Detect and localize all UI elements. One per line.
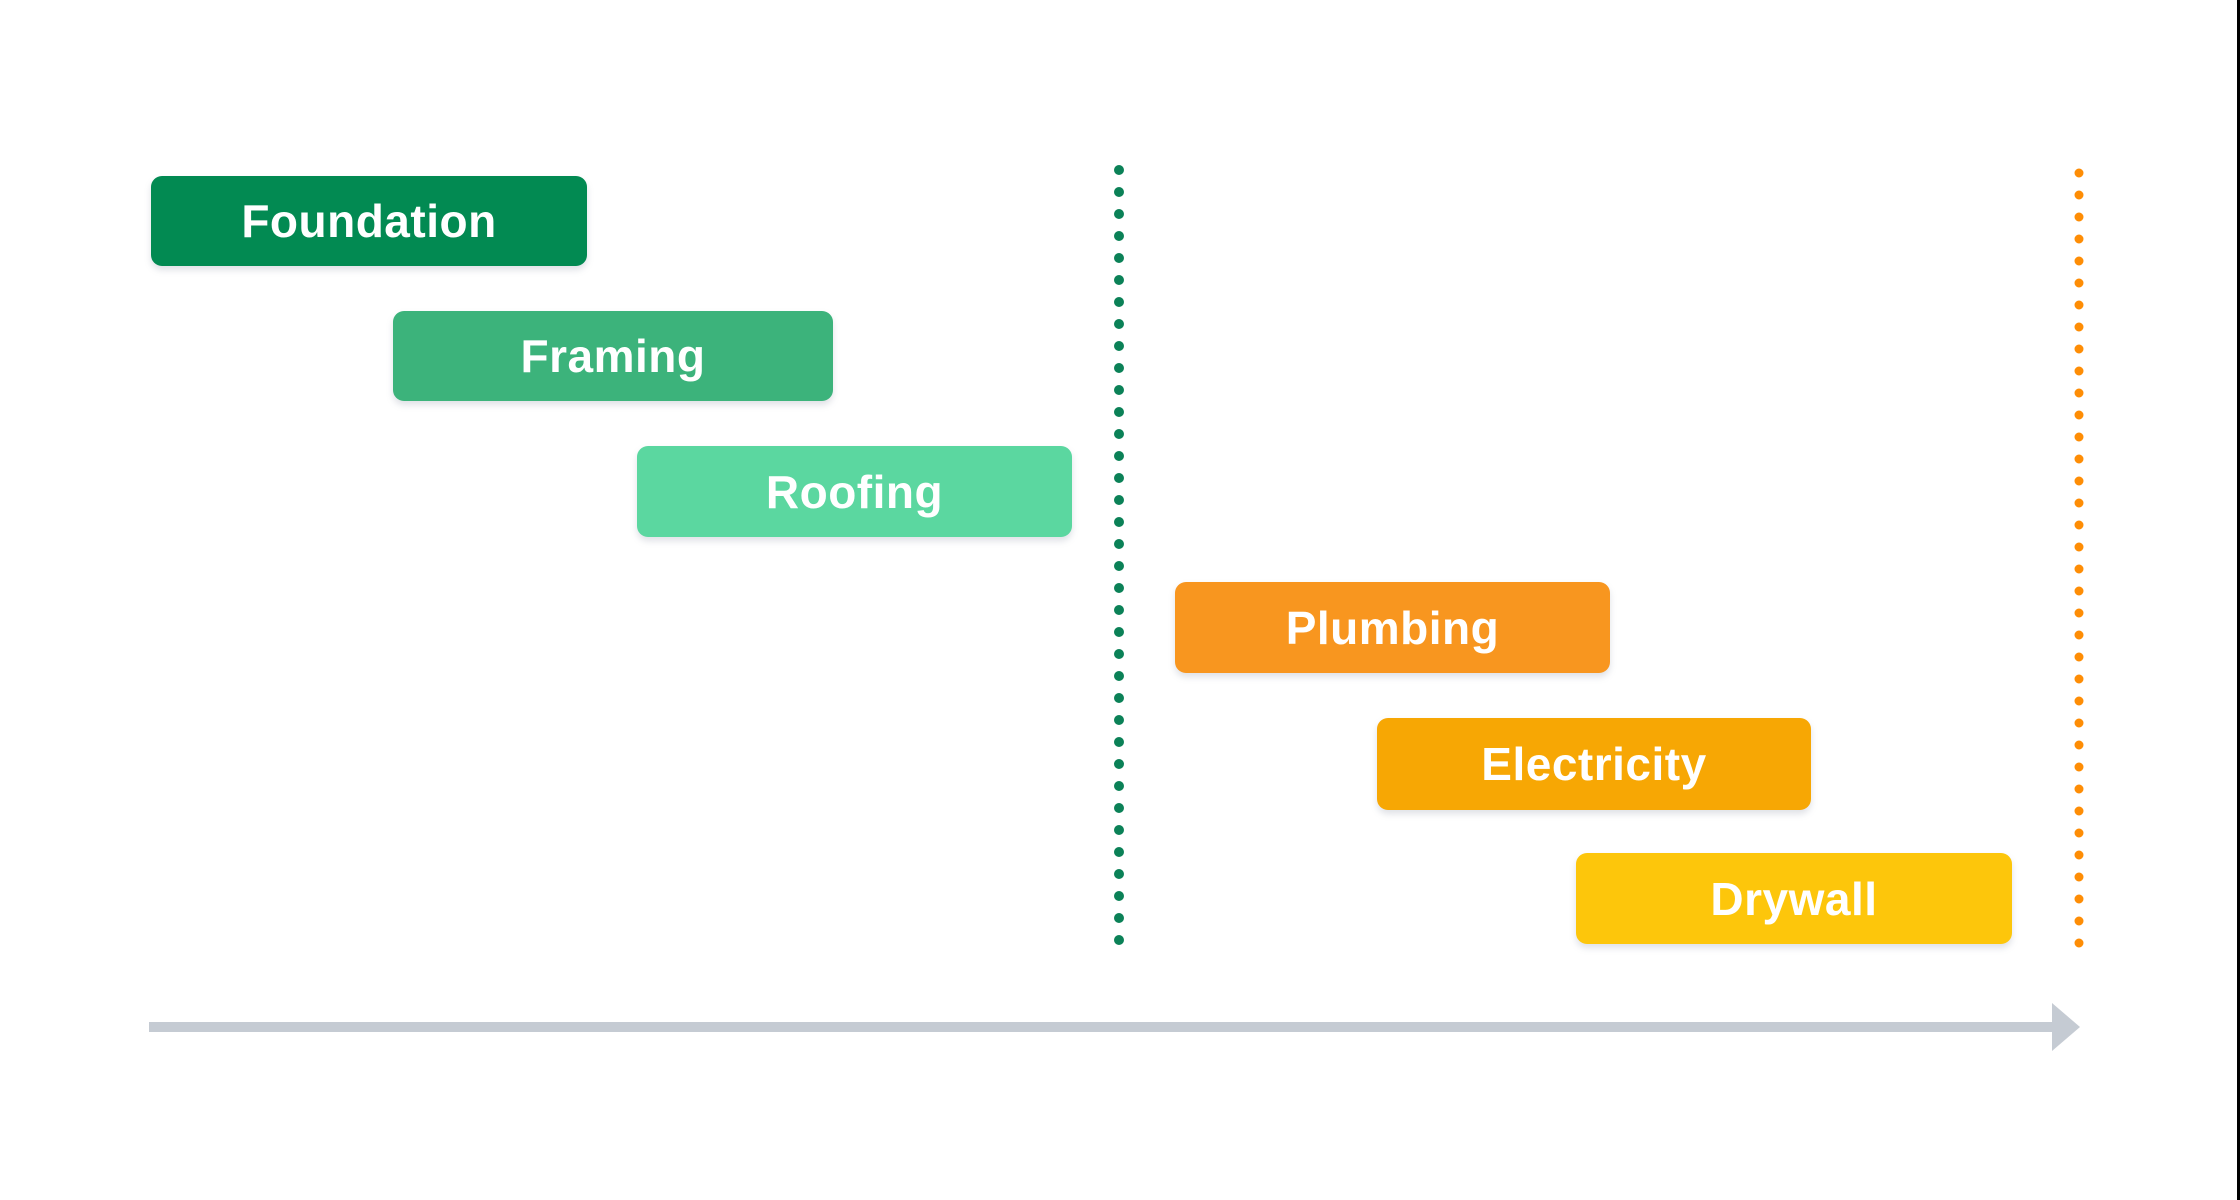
task-label: Foundation [241,195,497,247]
task-bar-plumbing: Plumbing [1175,582,1610,673]
task-bar-foundation: Foundation [151,176,587,266]
task-bar-framing: Framing [393,311,833,401]
task-label: Framing [520,330,706,382]
screenshot-right-border [2237,0,2240,1200]
task-label: Drywall [1710,872,1878,925]
task-bar-drywall: Drywall [1576,853,2012,944]
task-bar-electricity: Electricity [1377,718,1811,810]
task-label: Roofing [765,465,944,518]
task-bar-roofing: Roofing [637,446,1072,537]
task-label: Electricity [1481,738,1707,790]
task-label: Plumbing [1285,601,1500,654]
timeline-arrow-head-icon [2052,1003,2080,1051]
